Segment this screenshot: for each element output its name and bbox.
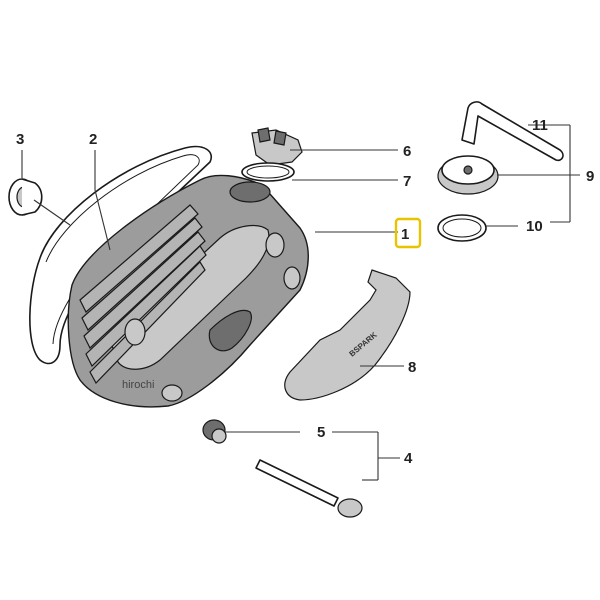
part-10-seal-ring <box>437 214 487 242</box>
callout-1: 1 <box>401 226 409 243</box>
part-1-valve-cover <box>67 174 309 408</box>
part-3-seal-ring <box>8 178 43 216</box>
callout-4: 4 <box>404 450 413 467</box>
part-5-grommet <box>202 419 227 444</box>
callout-5: 5 <box>317 424 325 441</box>
part-6-filler-cap <box>251 127 303 166</box>
callout-7: 7 <box>403 173 411 190</box>
callout-labels: 1 2 3 4 5 6 7 8 9 10 11 <box>16 117 594 467</box>
part-9-plug-cap <box>437 155 499 195</box>
callout-2: 2 <box>89 131 97 148</box>
callout-11: 11 <box>532 117 548 134</box>
callout-9: 9 <box>586 168 594 185</box>
part-4-bolt <box>255 459 363 518</box>
callout-10: 10 <box>526 218 543 235</box>
callout-1-highlight <box>394 217 422 249</box>
part-7-o-ring <box>241 162 295 182</box>
leader-lines <box>21 124 580 481</box>
watermark: hirochi <box>122 379 154 391</box>
part-11-wrench <box>461 101 564 162</box>
part-8-guard: BSPARK <box>284 269 411 401</box>
callout-3: 3 <box>16 131 24 148</box>
callout-6: 6 <box>403 143 411 160</box>
callout-8: 8 <box>408 359 416 376</box>
